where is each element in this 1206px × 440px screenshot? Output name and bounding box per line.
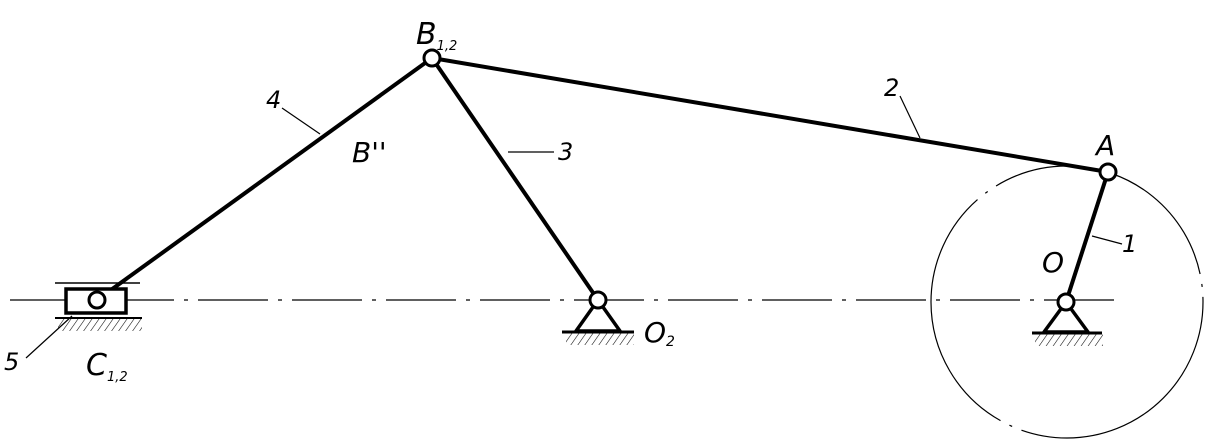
link-4-connecting-rod <box>95 56 434 302</box>
label-joint-b: B1,2 <box>416 17 457 54</box>
link-3-rocker <box>430 56 600 302</box>
leader-link-5 <box>25 315 73 359</box>
label-joint-o: O <box>1042 246 1064 279</box>
leader-link-4 <box>281 107 321 135</box>
label-joint-o2: O2 <box>644 316 675 350</box>
leader-link-1 <box>1091 235 1123 245</box>
label-point-b-double: B'' <box>352 136 387 169</box>
label-link-1: 1 <box>1122 230 1137 258</box>
joint-c <box>87 290 107 310</box>
label-link-5: 5 <box>4 348 19 376</box>
link-2-coupler <box>431 56 1109 174</box>
joint-b <box>422 48 442 68</box>
label-link-3: 3 <box>558 138 573 166</box>
label-link-2: 2 <box>884 74 899 102</box>
joint-o <box>1056 292 1076 312</box>
link-1-crank <box>1064 171 1110 303</box>
label-joint-a: A <box>1094 129 1115 162</box>
leader-link-2 <box>899 95 921 139</box>
support-o <box>1032 300 1103 346</box>
joint-a <box>1098 162 1118 182</box>
label-link-4: 4 <box>266 86 281 114</box>
label-joint-c: C1,2 <box>86 348 128 385</box>
joint-o2 <box>588 290 608 310</box>
support-o2 <box>562 298 634 345</box>
